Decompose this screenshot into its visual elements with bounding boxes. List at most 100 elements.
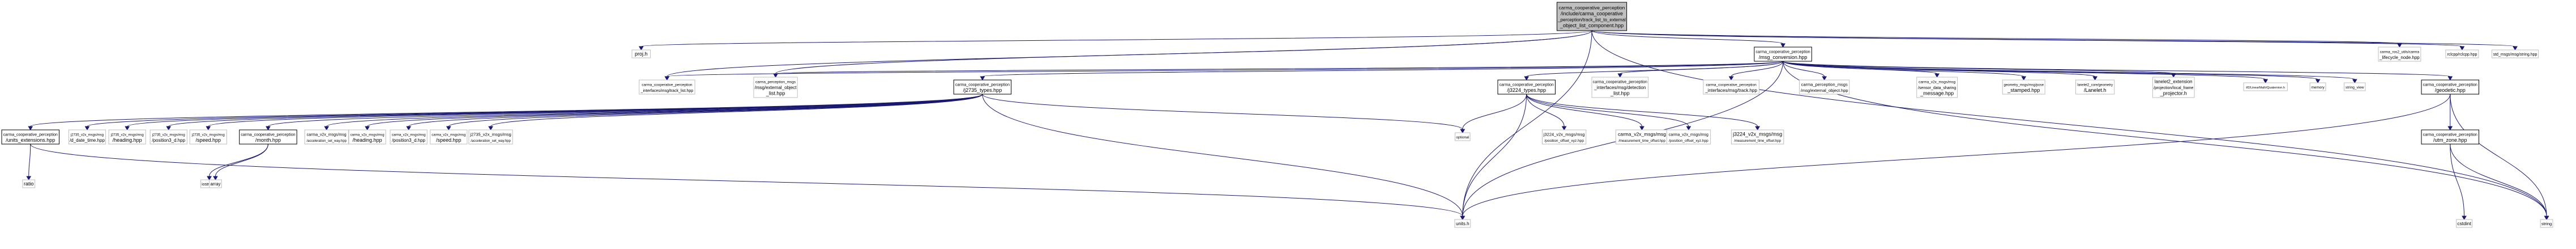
edge-arrowhead xyxy=(125,126,130,130)
edge-arrowhead xyxy=(84,126,90,130)
edge-line xyxy=(2450,94,2547,217)
node-label-line: lanelet2_core/geometry xyxy=(2077,83,2113,87)
edge-msgconv-to-extobjlist xyxy=(773,61,1784,78)
edge-geodetic-to-string xyxy=(2450,94,2549,220)
edge-line xyxy=(1526,94,1758,127)
node-box xyxy=(2152,77,2195,98)
edge-j3224types-to-meastime1 xyxy=(1526,94,1644,130)
node-label-line: /speed.hpp xyxy=(195,137,221,143)
node-array: array xyxy=(209,179,222,188)
edge-line xyxy=(775,30,1592,74)
node-label-line: carma_v2x_msgs/msg xyxy=(432,133,465,137)
node-box xyxy=(390,129,428,145)
edge-j2735types-to-speed2 xyxy=(446,94,983,130)
dependency-edges xyxy=(26,30,2549,220)
edge-line xyxy=(775,61,1784,74)
node-accset1: carma_v2x_msgs/msg/acceleration_set_way.… xyxy=(304,129,349,145)
node-box xyxy=(2491,49,2539,58)
edge-arrowhead xyxy=(2459,46,2465,50)
node-label-line: carma_cooperative_perception xyxy=(1706,83,1757,87)
node-label-line: /sensor_data_sharing xyxy=(1918,86,1956,90)
node-box xyxy=(2540,219,2553,228)
node-box xyxy=(953,79,1012,95)
node-label-line: j3224_v2x_msgs/msg xyxy=(1732,131,1782,137)
edge-arrowhead xyxy=(1617,73,1623,78)
edge-j2735types-to-month xyxy=(266,94,983,130)
edge-line xyxy=(2450,144,2547,217)
node-label-line: /utm_zone.hpp xyxy=(2433,137,2467,143)
node-box xyxy=(348,129,386,145)
edge-arrowhead xyxy=(1755,126,1760,130)
edge-line xyxy=(1591,30,2516,47)
node-box xyxy=(430,129,468,145)
node-box xyxy=(1454,132,1471,141)
edge-unitsext-to-unitsh xyxy=(30,144,1466,220)
node-label-line: string xyxy=(2541,221,2552,226)
edge-line xyxy=(1620,61,1784,74)
node-stringview: string_view xyxy=(2344,82,2366,91)
node-msgconv[interactable]: carma_cooperative_perception/msg_convers… xyxy=(1754,47,1812,62)
node-tracklist: carma_cooperative_perception_interfaces/… xyxy=(639,79,695,95)
node-j3224types[interactable]: carma_cooperative_perception/j3224_types… xyxy=(1497,79,1556,95)
edge-j2735types-to-accset2 xyxy=(488,94,983,130)
node-optional: optional xyxy=(1454,132,1471,141)
node-box xyxy=(2421,79,2479,95)
node-unitsext[interactable]: carma_cooperative_perception/units_exten… xyxy=(1,129,59,145)
node-month[interactable]: carma_cooperative_perception/month.hpp xyxy=(239,129,297,145)
node-accset2: j2735_v2x_msgs/msg/acceleration_set_way.… xyxy=(468,129,513,145)
node-label-line: carma_ros2_utils/carma xyxy=(2380,50,2420,54)
node-label-line: _list.hpp xyxy=(1610,91,1630,96)
edge-line xyxy=(1462,94,1527,130)
node-label-line: j2735_v2x_msgs/msg xyxy=(152,133,185,137)
edge-arrowhead xyxy=(1524,76,1530,81)
edge-j2735types-to-optional xyxy=(982,94,1466,133)
node-utmzone[interactable]: carma_cooperative_perception/utm_zone.hp… xyxy=(2421,129,2479,145)
node-j2735types[interactable]: carma_cooperative_perception/j2735_types… xyxy=(953,79,1012,95)
node-box xyxy=(2421,129,2479,145)
node-root[interactable]: carma_cooperative_perception/include/car… xyxy=(1556,2,1627,31)
node-box xyxy=(22,179,36,188)
edge-arrowhead xyxy=(1780,43,1785,48)
node-box xyxy=(304,129,349,145)
node-label-line: carma_perception_msgs xyxy=(755,81,796,85)
node-label-line: carma_perception_msgs xyxy=(1801,82,1848,87)
node-label-line: _stamped.hpp xyxy=(2007,87,2040,93)
node-label-line: /position3_d.hpp xyxy=(152,138,185,143)
node-geodetic[interactable]: carma_cooperative_perception/geodetic.hp… xyxy=(2421,79,2479,95)
edge-arrowhead xyxy=(1934,73,1940,78)
node-unitsh: units.h xyxy=(1454,219,1471,228)
node-box xyxy=(1615,129,1669,145)
node-label-line: tf2/LinearMath/Quaternion.h xyxy=(2246,86,2285,90)
edge-line xyxy=(267,94,983,127)
node-pos3d2: carma_v2x_msgs/msg/position3_d.hpp xyxy=(390,129,428,145)
edge-msgconv-to-stringview xyxy=(1783,61,2357,83)
edge-root-to-rclcpp xyxy=(1591,30,2465,50)
node-box xyxy=(2344,82,2366,91)
node-label-line: /j3224_types.hpp xyxy=(1507,87,1546,93)
node-label-line: optional xyxy=(1456,136,1469,140)
node-label-line: carma_cooperative_perception xyxy=(241,133,295,137)
edge-line xyxy=(982,61,1784,77)
edge-line xyxy=(1783,61,2174,74)
edge-j3224types-to-unitsh xyxy=(1460,94,1527,220)
node-box xyxy=(631,49,651,58)
node-label-line: /projection/local_frame xyxy=(2154,86,2194,90)
edge-msgconv-to-j2735types xyxy=(980,61,1784,81)
node-label-line: /heading.hpp xyxy=(353,137,382,143)
node-label-line: carma_v2x_msgs/msg xyxy=(1618,131,1666,137)
edge-j3224types-to-optional xyxy=(1460,94,1527,133)
node-label-line: /d_date_time.hpp xyxy=(70,138,105,143)
node-heading1: j2735_v2x_msgs/msg/heading.hpp xyxy=(108,129,146,145)
edge-arrowhead xyxy=(2021,76,2027,81)
node-label-line: /msg/external_object.hpp xyxy=(1801,88,1848,93)
edge-arrowhead xyxy=(2462,216,2467,220)
node-box xyxy=(189,129,227,145)
node-posestamped: geometry_msgs/msg/pose_stamped.hpp xyxy=(2002,79,2045,95)
node-box xyxy=(2445,49,2479,58)
edge-arrowhead xyxy=(2263,79,2269,83)
node-box xyxy=(2243,82,2288,91)
edge-line xyxy=(1462,30,1592,217)
edge-line xyxy=(1783,61,2355,80)
node-label-line: carma_cooperative_perception xyxy=(3,133,58,137)
node-label-line: carma_cooperative_perception xyxy=(642,83,693,87)
